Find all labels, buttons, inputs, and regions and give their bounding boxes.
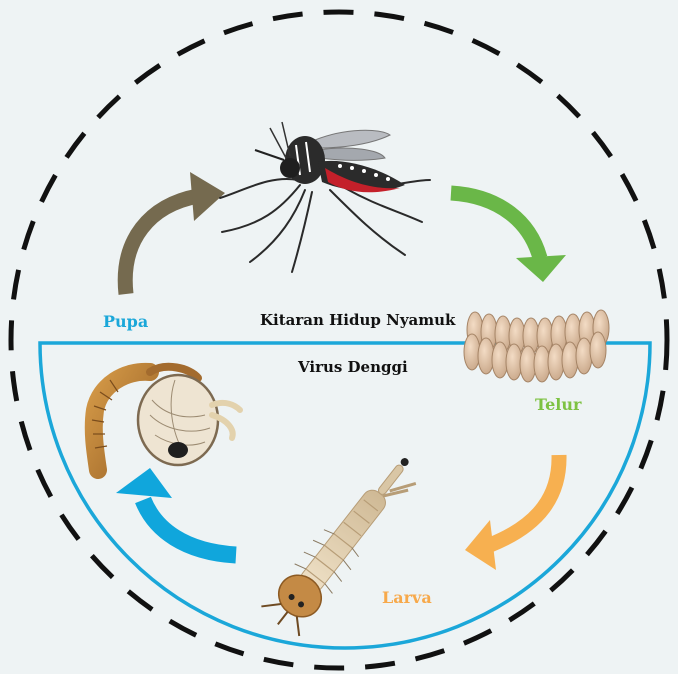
stage-label-telur: Telur (535, 395, 581, 414)
stage-label-larva: Larva (382, 588, 432, 607)
arrow-egg-to-larva (465, 455, 559, 570)
arrow-adult-to-egg (451, 193, 566, 282)
arrow-larva-to-pupa (116, 468, 236, 555)
eggs-icon (464, 310, 609, 382)
pupa-icon (92, 367, 240, 470)
diagram-subtitle: Virus Denggi (298, 358, 408, 376)
larva-icon (259, 444, 426, 639)
arrow-pupa-to-adult (125, 172, 225, 294)
mosquito-icon (220, 122, 430, 272)
diagram-title: Kitaran Hidup Nyamuk (260, 311, 455, 329)
stage-label-pupa: Pupa (103, 312, 148, 331)
